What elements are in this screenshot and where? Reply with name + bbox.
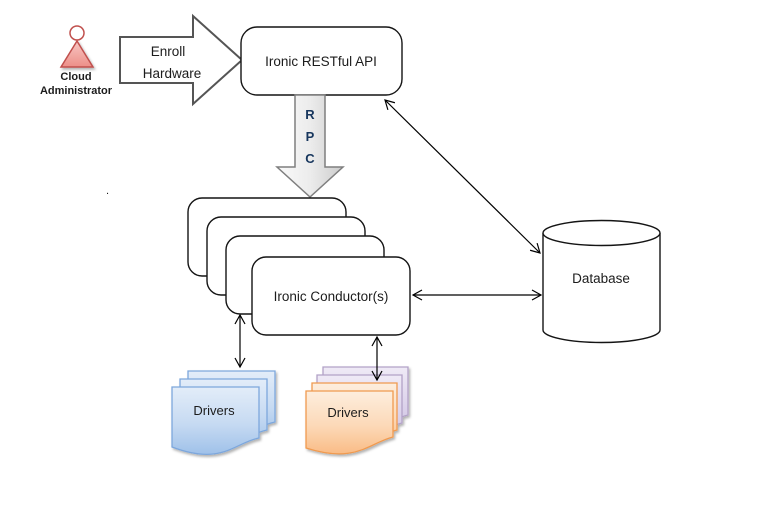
rpc-arrow-shape [275,94,345,199]
drivers-stack-orange: Drivers [305,366,409,455]
database-cylinder: Database [542,219,661,344]
actor-label-line2: Administrator [40,85,113,97]
enroll-arrow-shape [119,13,244,107]
actor-body [59,39,95,68]
stray-dot-mark: . [106,185,109,197]
database-body [542,233,661,344]
database-top [542,219,661,247]
rpc-arrow: R P C [275,94,345,199]
drivers-blue-label: Drivers [193,403,235,418]
conductor-label: Ironic Conductor(s) [274,289,389,304]
drivers-stack-blue: Drivers [171,370,276,456]
rpc-letter-r: R [305,107,315,122]
rpc-letter-c: C [305,151,315,166]
database-label: Database [572,271,630,286]
api-label: Ironic RESTful API [265,54,377,69]
drivers-orange-label: Drivers [327,405,369,420]
rpc-letter-p: P [306,129,315,144]
enroll-label-line2: Hardware [143,66,202,81]
actor-label-line1: Cloud [60,71,91,83]
api-database-connector [384,99,541,254]
ironic-restful-api-node: Ironic RESTful API [240,26,403,96]
actor-head [69,25,85,41]
enroll-hardware-arrow: Enroll Hardware [119,13,244,107]
enroll-label-line1: Enroll [151,44,186,59]
blue-doc-front [171,386,260,456]
cloud-administrator-actor: Cloud Administrator [40,25,113,97]
orange-doc-front [305,390,394,455]
ironic-conductors-stack: Ironic Conductor(s) [187,197,411,336]
conductor-box-front [251,256,411,336]
